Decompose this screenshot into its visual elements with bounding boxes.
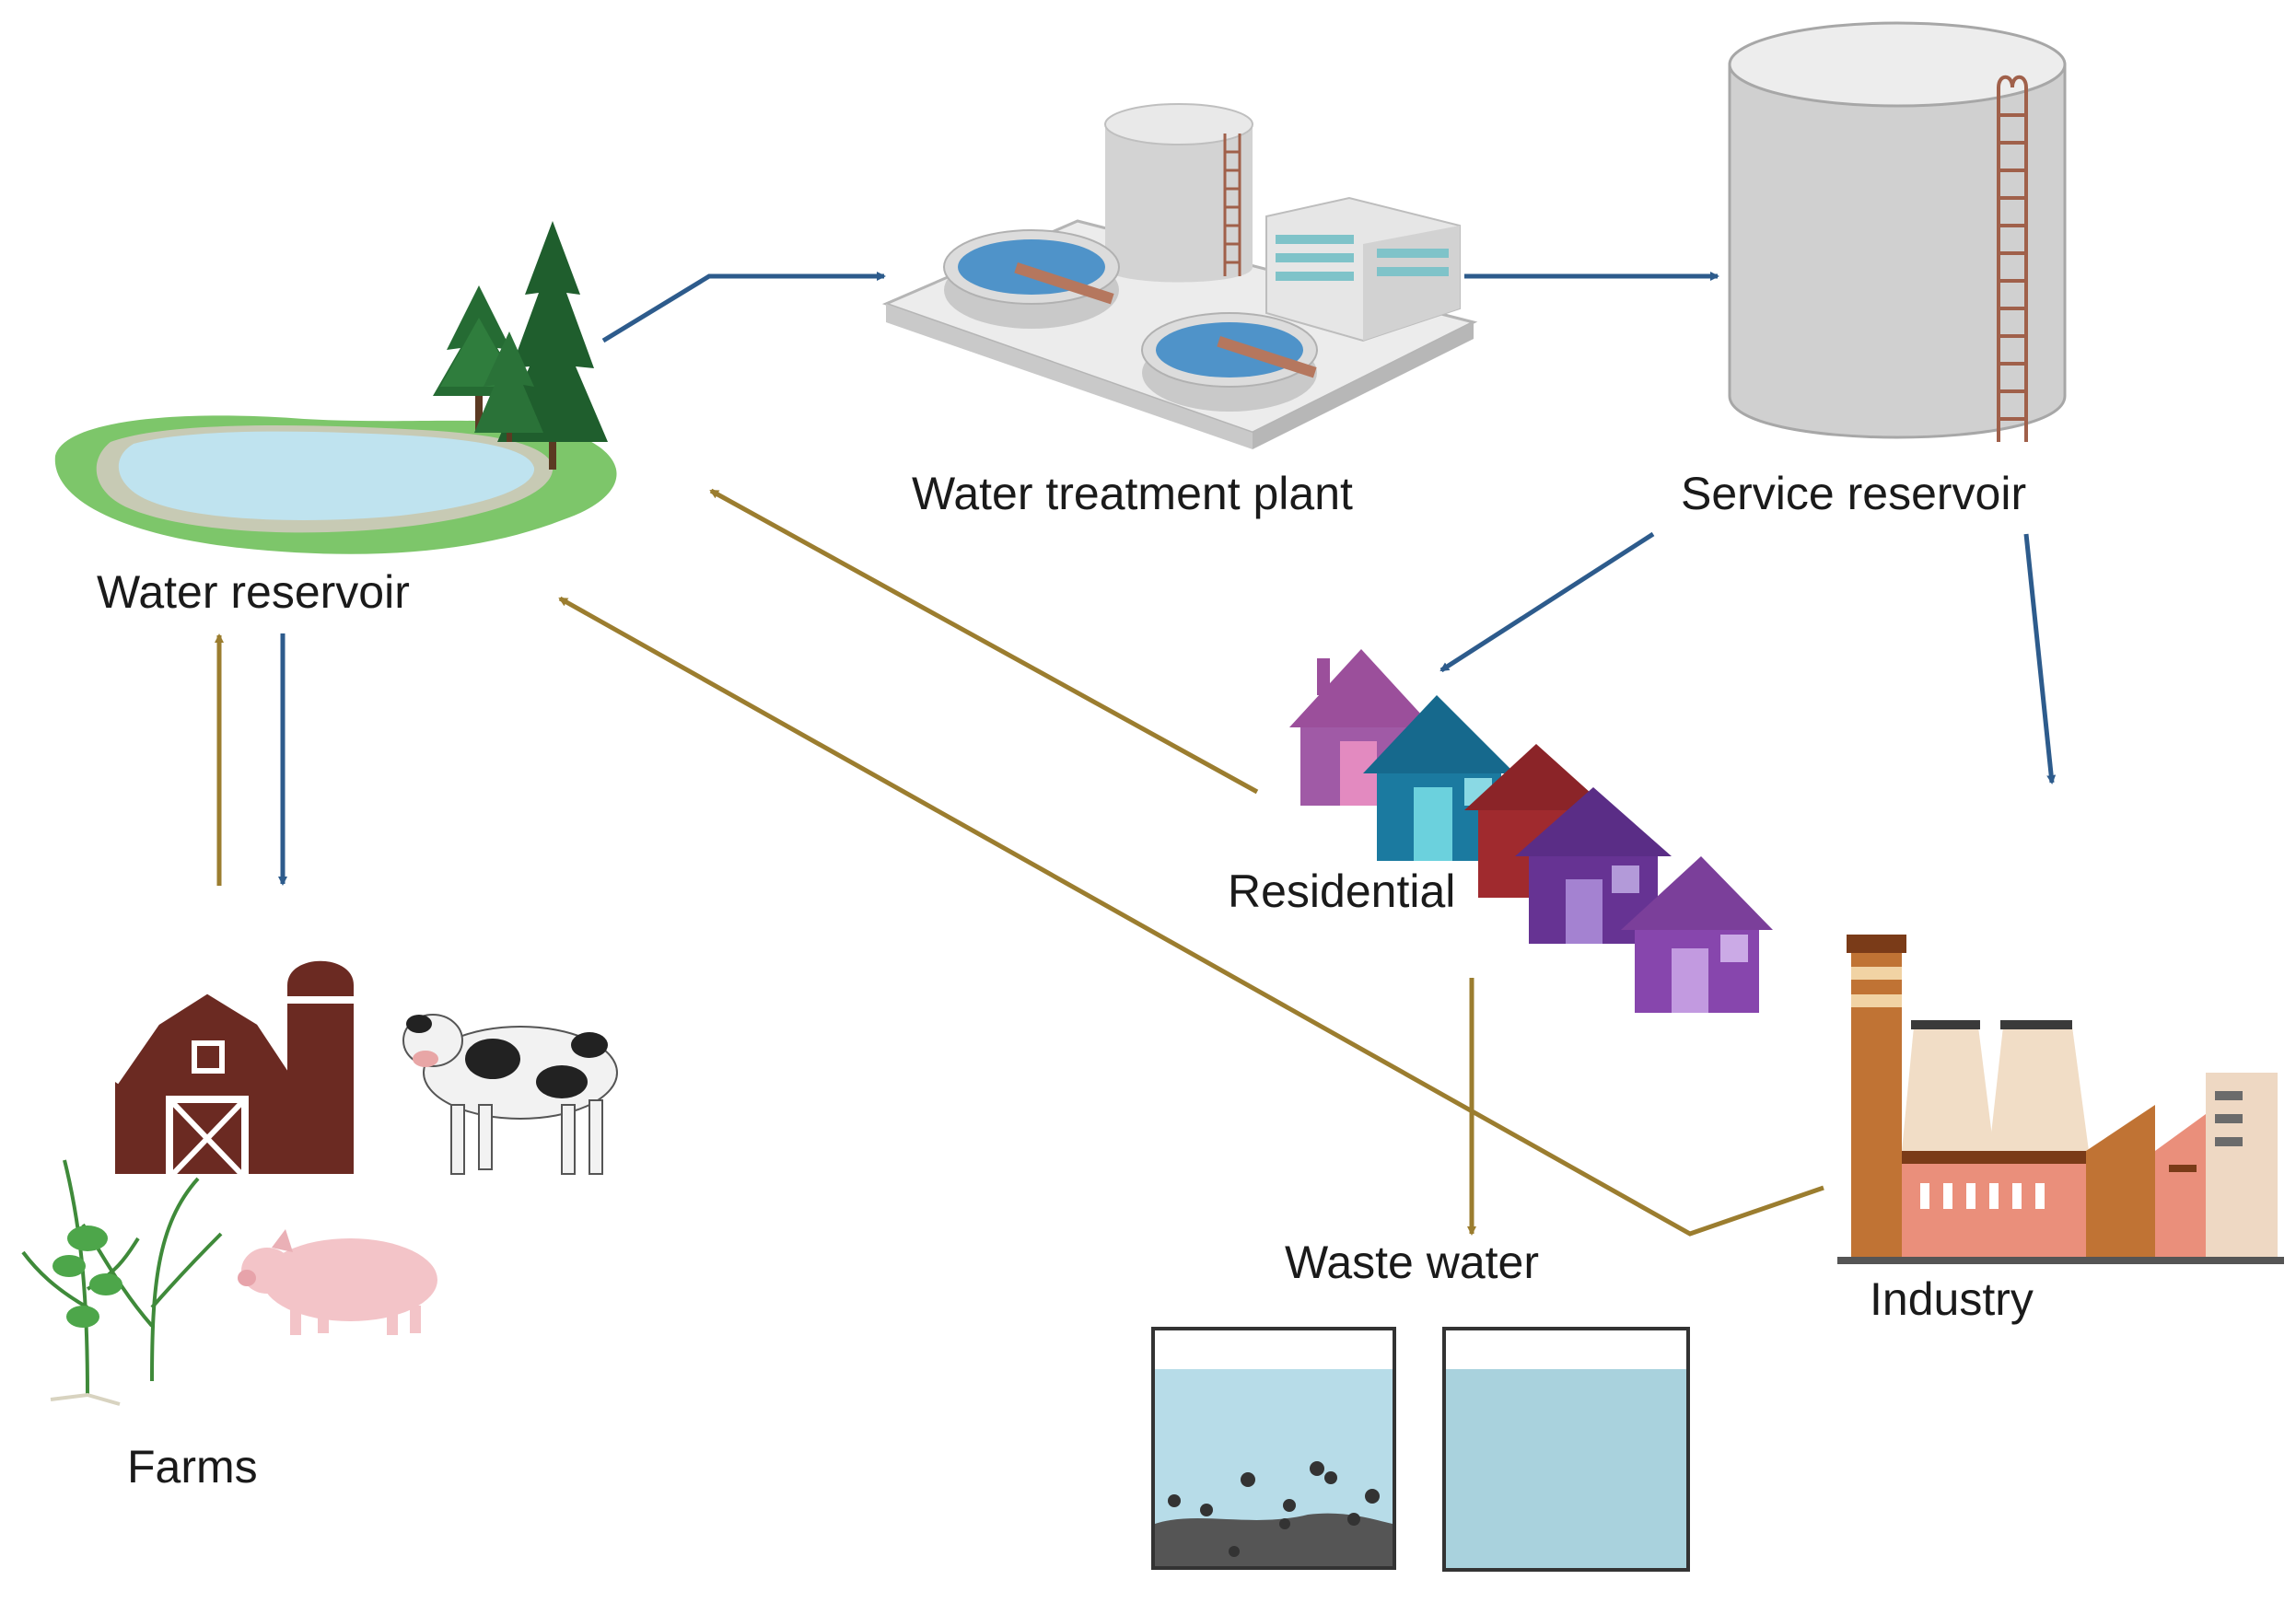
farms-illustration [21, 960, 618, 1406]
plant-tank [1105, 124, 1253, 283]
label-residential: Residential [1228, 865, 1455, 917]
label-service-reservoir: Service reservoir [1681, 468, 2026, 519]
settling-basin [1141, 312, 1318, 412]
arrow-reservoir-to-treatment [601, 272, 886, 343]
plant-tank-top [1104, 103, 1253, 145]
pig-icon [238, 1229, 437, 1335]
plant-base-side [886, 304, 1253, 449]
waste-water-illustration [1151, 1327, 1690, 1572]
clean-water-tank [1442, 1327, 1690, 1572]
service-tank-top [1728, 21, 2067, 108]
dirty-water-tank [1151, 1327, 1396, 1570]
arrow-service-to-residential [1439, 531, 1655, 673]
service-tank-body [1728, 63, 2067, 439]
ladder-icon [1223, 134, 1241, 276]
treatment-plant-illustration [881, 103, 1478, 449]
cow-icon [402, 1014, 618, 1175]
residential-illustration [1289, 649, 1773, 1013]
ladder-icon [1997, 75, 2028, 442]
service-reservoir-illustration [1728, 21, 2067, 442]
arrow-industry-to-reservoir [558, 596, 1824, 1237]
house-icon [1621, 856, 1773, 1013]
crop-plants-icon [21, 1159, 223, 1406]
label-waste-water: Waste water [1285, 1237, 1539, 1288]
industry-illustration [1837, 935, 2284, 1264]
label-industry: Industry [1870, 1273, 2034, 1325]
label-water-treatment-plant: Water treatment plant [912, 468, 1353, 519]
arrow-residential-to-reservoir [709, 488, 1259, 795]
tree-icon [474, 331, 543, 442]
flow-arrows [215, 272, 2057, 1237]
label-water-reservoir: Water reservoir [97, 566, 410, 618]
building-windows [1276, 235, 1449, 281]
label-farms: Farms [127, 1441, 258, 1493]
arrow-service-to-industry [2023, 533, 2057, 784]
barn-icon [111, 960, 354, 1177]
factory-icon [1837, 935, 2284, 1264]
lake-water [118, 431, 535, 520]
water-reservoir-illustration [54, 221, 617, 554]
plant-base-side [1253, 322, 1474, 449]
tree-icon [497, 221, 608, 470]
settling-basin [943, 229, 1120, 329]
